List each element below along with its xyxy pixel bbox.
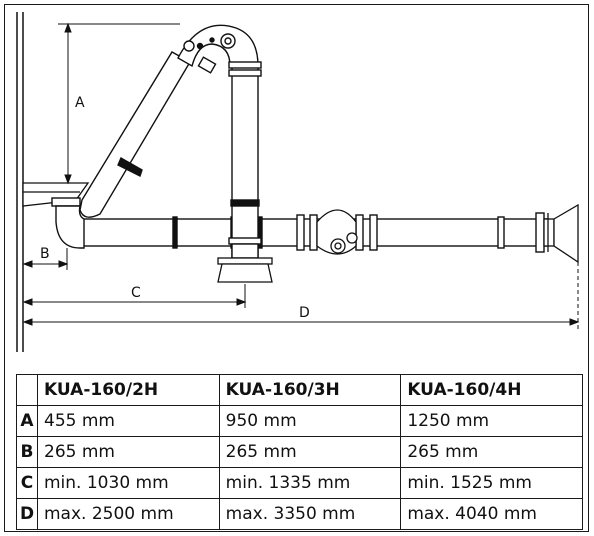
table-row: C min. 1030 mm min. 1335 mm min. 1525 mm bbox=[16, 467, 583, 499]
specification-table: KUA-160/2H KUA-160/3H KUA-160/4H A 455 m… bbox=[16, 374, 583, 530]
table-cell: min. 1335 mm bbox=[218, 467, 402, 499]
dimension-d bbox=[22, 262, 580, 330]
wall bbox=[16, 12, 24, 352]
column-header: KUA-160/3H bbox=[218, 374, 402, 406]
dimension-a bbox=[58, 22, 180, 185]
middle-joint bbox=[316, 209, 358, 255]
column-hood bbox=[217, 257, 273, 283]
extraction-arm-diagram: A B C D bbox=[16, 12, 580, 352]
row-key: B bbox=[16, 436, 38, 468]
dimension-b-label: B bbox=[40, 246, 50, 262]
dimension-c-label: C bbox=[131, 285, 141, 301]
table-row: B 265 mm 265 mm 265 mm bbox=[16, 436, 583, 468]
table-corner-cell bbox=[16, 374, 38, 406]
table-row: A 455 mm 950 mm 1250 mm bbox=[16, 405, 583, 437]
dimension-a-label: A bbox=[75, 95, 85, 111]
table-cell: max. 2500 mm bbox=[37, 498, 220, 530]
table-cell: max. 4040 mm bbox=[400, 498, 583, 530]
table-cell: 1250 mm bbox=[400, 405, 583, 437]
horizontal-boom bbox=[75, 212, 549, 253]
suction-hood bbox=[543, 203, 579, 264]
figure-frame bbox=[4, 4, 589, 532]
table-cell: 265 mm bbox=[218, 436, 402, 468]
table-header-row: KUA-160/2H KUA-160/3H KUA-160/4H bbox=[16, 374, 583, 406]
vertical-column bbox=[228, 61, 262, 267]
table-cell: 265 mm bbox=[37, 436, 220, 468]
row-key: A bbox=[16, 405, 38, 437]
dimension-d-label: D bbox=[299, 305, 310, 321]
dimension-b bbox=[22, 248, 69, 270]
upper-elbow bbox=[177, 24, 259, 74]
row-key: D bbox=[16, 498, 38, 530]
column-header: KUA-160/2H bbox=[37, 374, 220, 406]
table-cell: min. 1525 mm bbox=[400, 467, 583, 499]
table-cell: min. 1030 mm bbox=[37, 467, 220, 499]
column-header: KUA-160/4H bbox=[400, 374, 583, 406]
dimension-c bbox=[22, 284, 247, 308]
table-cell: 455 mm bbox=[37, 405, 220, 437]
table-cell: 265 mm bbox=[400, 436, 583, 468]
table-cell: max. 3350 mm bbox=[218, 498, 402, 530]
lower-arm bbox=[79, 51, 191, 218]
table-row: D max. 2500 mm max. 3350 mm max. 4040 mm bbox=[16, 498, 583, 530]
lower-elbow bbox=[51, 197, 85, 249]
row-key: C bbox=[16, 467, 38, 499]
table-cell: 950 mm bbox=[218, 405, 402, 437]
